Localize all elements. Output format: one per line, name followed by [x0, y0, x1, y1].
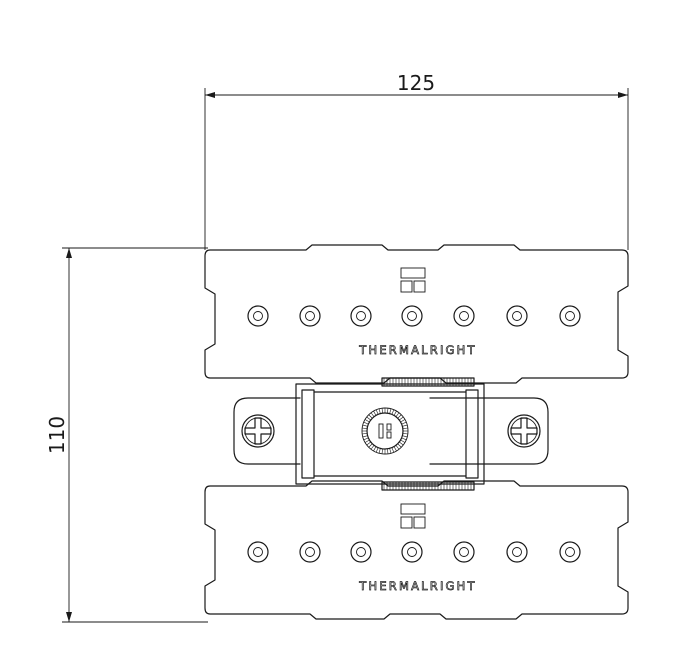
heatpipe-hole — [559, 541, 581, 563]
heatpipe-hole — [506, 541, 528, 563]
heatpipe-hole — [401, 541, 423, 563]
brand-text: THERMALRIGHT — [358, 343, 477, 357]
crosshead-screw-icon — [241, 414, 275, 448]
brand-text: THERMALRIGHT — [358, 579, 477, 593]
width-dimension-label: 125 — [397, 71, 435, 95]
fin-stack-top: THERMALRIGHT — [204, 244, 629, 384]
heatpipe-hole — [247, 305, 269, 327]
heatpipe-hole — [453, 305, 475, 327]
heatpipe-hole — [401, 305, 423, 327]
heatpipe-hole — [350, 541, 372, 563]
heatpipe-hole — [559, 305, 581, 327]
heatpipe-hole — [299, 541, 321, 563]
thermalright-logo-icon — [400, 267, 426, 293]
knurled-knob-icon — [361, 407, 409, 455]
heatpipe-hole — [506, 305, 528, 327]
width-dimension: 125 — [204, 71, 629, 250]
height-dimension: 110 — [45, 247, 208, 623]
heatpipe-hole — [299, 305, 321, 327]
heatpipe-hole — [453, 541, 475, 563]
crosshead-screw-icon — [507, 414, 541, 448]
heatpipe-hole — [247, 541, 269, 563]
heatpipe-hole — [350, 305, 372, 327]
thermalright-logo-icon — [400, 503, 426, 529]
mounting-bridge — [233, 377, 549, 491]
height-dimension-label: 110 — [45, 416, 69, 454]
fin-stack-bottom: THERMALRIGHT — [204, 480, 629, 620]
